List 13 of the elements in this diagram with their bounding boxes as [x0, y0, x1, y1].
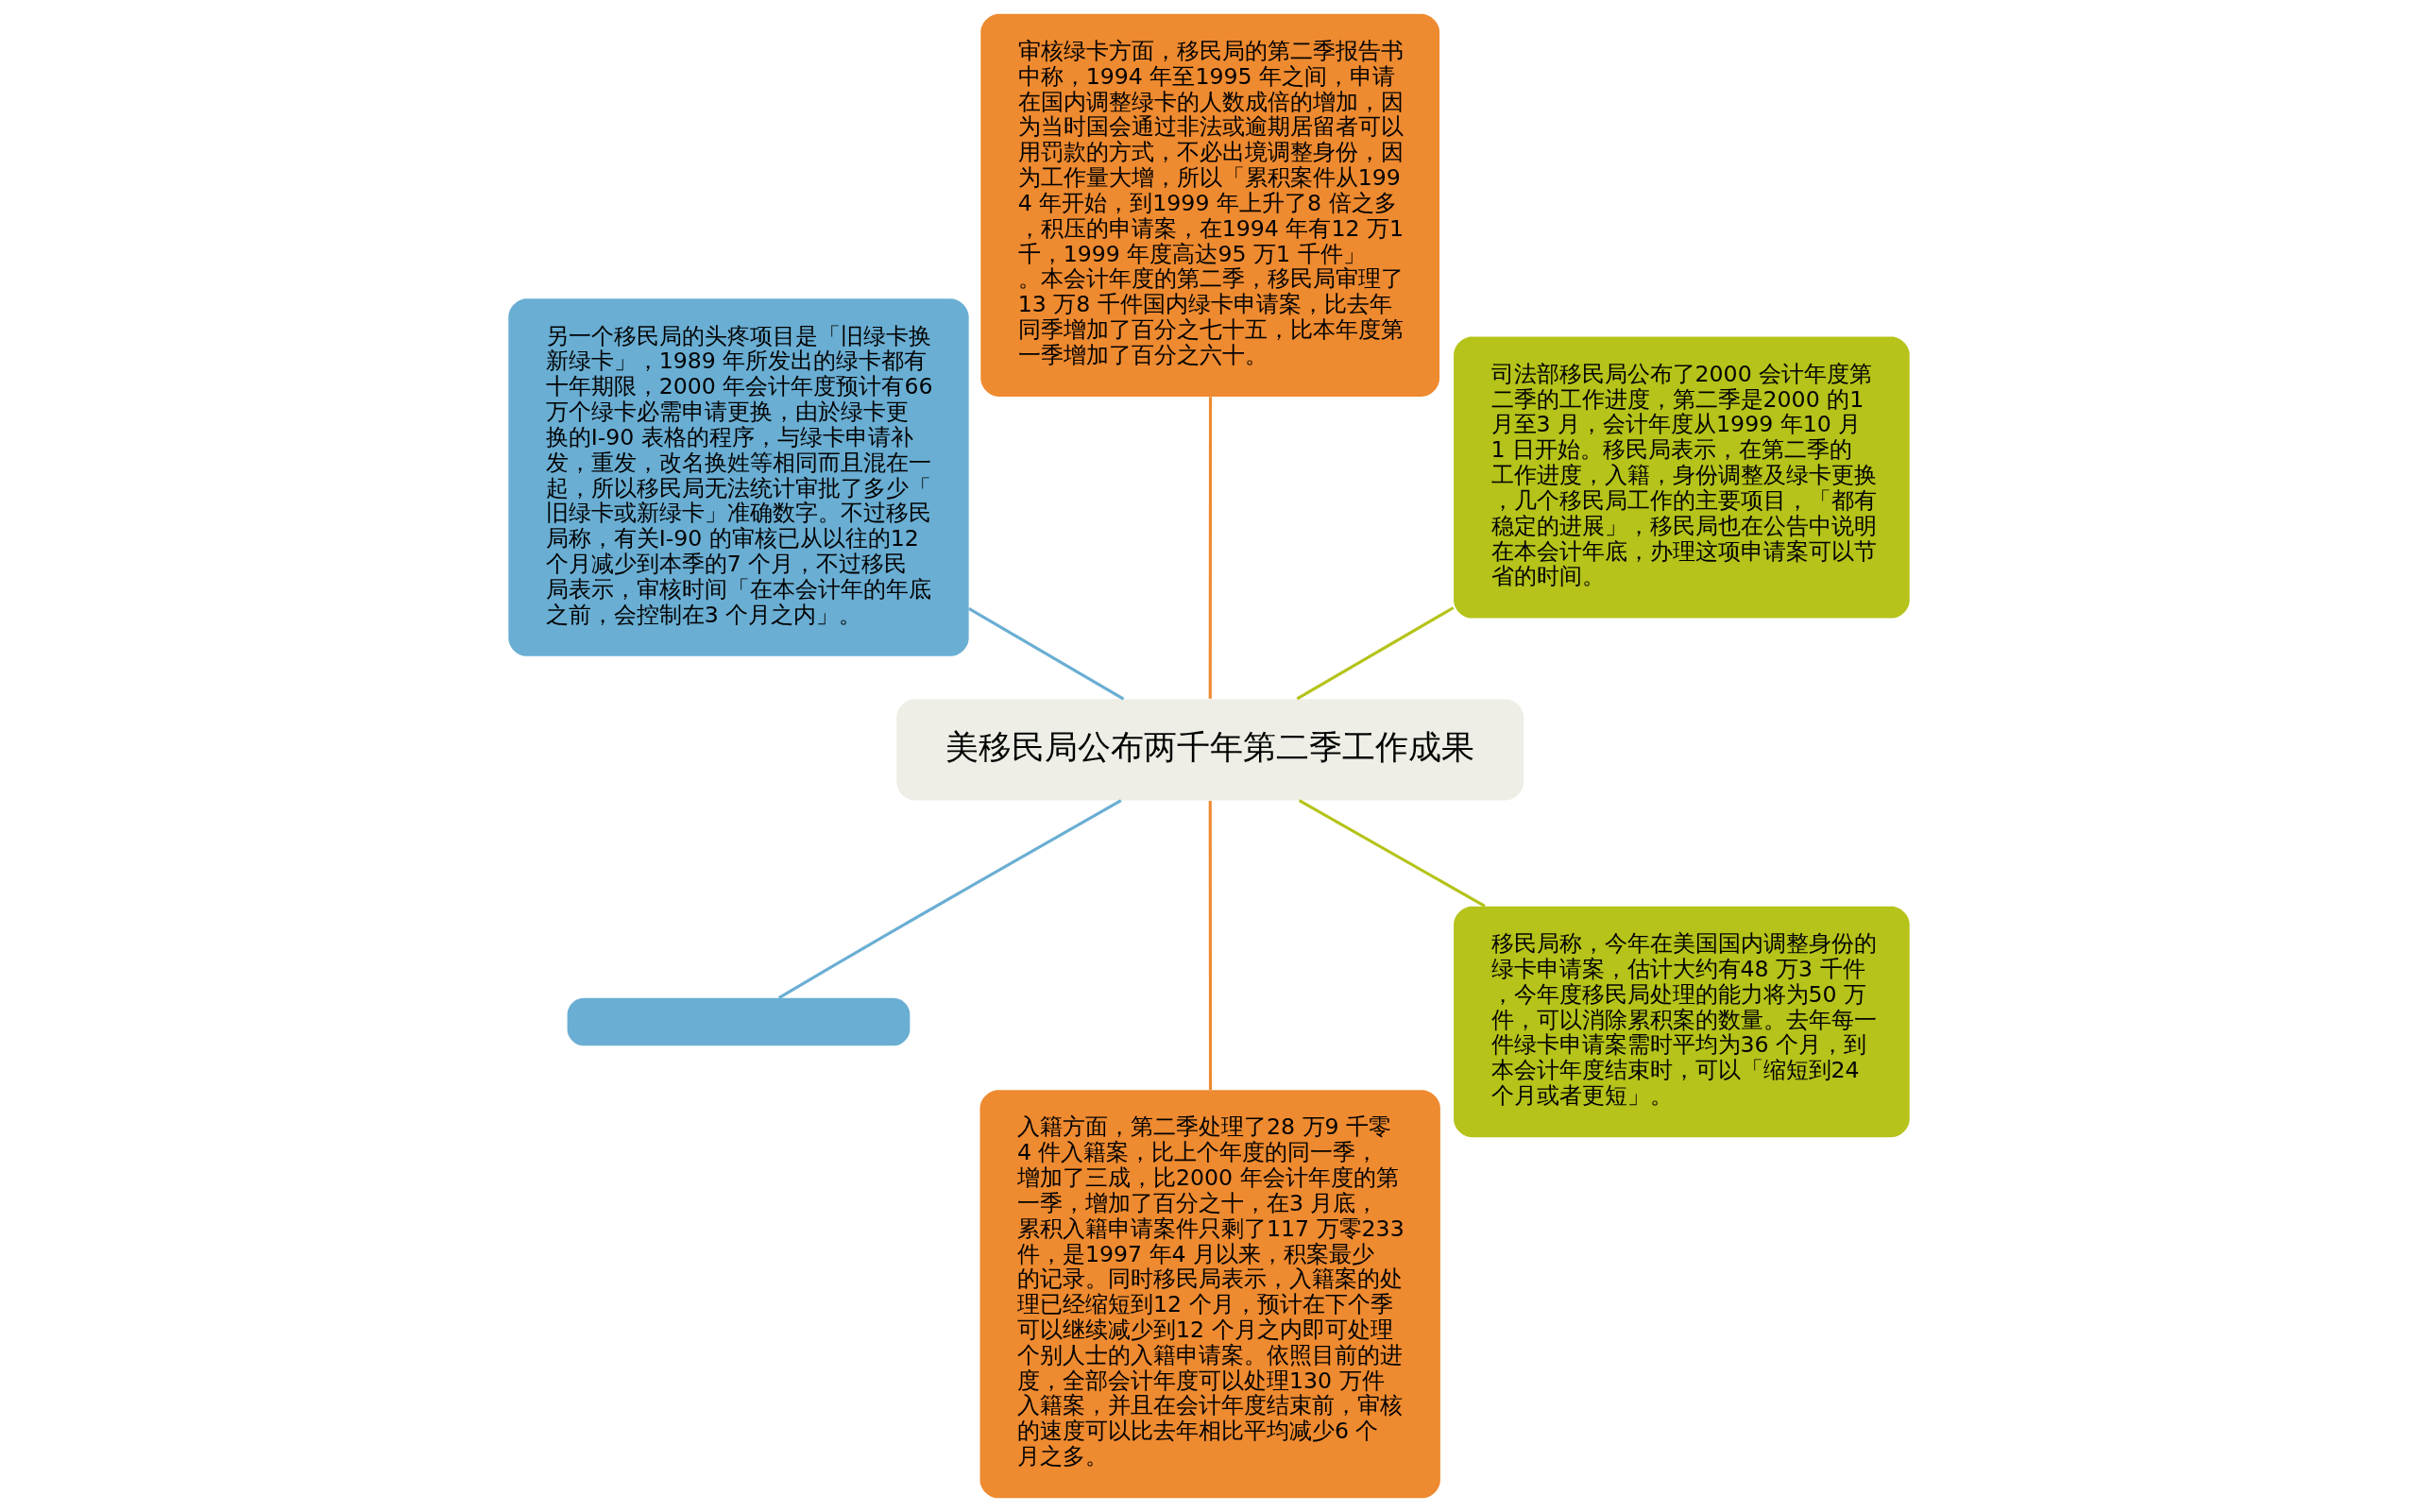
- node-box: [567, 997, 911, 1046]
- node-box: 审核绿卡方面，移民局的第二季报告书中称，1994 年至1995 年之间，申请在国内调整绿卡的人数成倍的增加，因为当时国会通过非法或逾期居留者可以用罚款的方式，不必出境调整身份，因为工作量大增，所以「累积案件从1994 年开始，到1999 年上升了8 倍之多，积压的申请案，在1994 年有12 万1 千，1999 年度高达95 万1 千件」。本会计年度的第二季，移民局审理了13 万8 千件国内绿卡申请案，比去年同季增加了百分之七十五，比本年度第一季增加了百分之六十。: [980, 13, 1440, 397]
- connector: [1298, 799, 1486, 908]
- connector: [777, 799, 1122, 999]
- node-box: 入籍方面，第二季处理了28 万9 千零4 件入籍案，比上个年度的同一季，增加了三成，比2000 年会计年度的第一季，增加了百分之十，在3 月底，累积入籍申请案件只剩了117 万零233 件，是1997 年4 月以来，积案最少的记录。同时移民局表示，入籍案的处理已经缩短到12 个月，预计在下个季可以继续减少到12 个月之内即可处理个别人士的入籍申请案。依照目前的进度，全部会计年度可以处理130 万件入籍案，并且在会计年度结束前，审核的速度可以比去年相比平均减少6 个月之多。: [979, 1090, 1440, 1499]
- node-box: 司法部移民局公布了2000 会计年度第二季的工作进度，第二季是2000 的1 月至3 月，会计年度从1999 年10 月1 日开始。移民局表示，在第二季的工作进度，入籍，身份调整及绿卡更换，几个移民局工作的主要项目，「都有稳定的进展」，移民局也在公告中说明在本会计年底，办理这项申请案可以节省的时间。: [1454, 336, 1910, 619]
- connector: [1208, 800, 1213, 1091]
- node-box: 移民局称，今年在美国国内调整身份的绿卡申请案，估计大约有48 万3 千件，今年度移民局处理的能力将为50 万件，可以消除累积案的数量。去年每一件绿卡申请案需时平均为36 个月，到本会计年度结束时，可以「缩短到24 个月或者更短」。: [1454, 906, 1910, 1138]
- connector: [967, 607, 1125, 701]
- connector: [1208, 397, 1213, 699]
- connector: [1296, 606, 1455, 701]
- node-box: 美移民局公布两千年第二季工作成果: [896, 699, 1524, 801]
- node-box: 另一个移民局的头疼项目是「旧绿卡换新绿卡」，1989 年所发出的绿卡都有十年期限，2000 年会计年度预计有66 万个绿卡必需申请更换，由於绿卡更换的I-90 表格的程序，与绿卡申请补发，重发，改名换姓等相同而且混在一起，所以移民局无法统计审批了多少「旧绿卡或新绿卡」准确数字。不过移民局称，有关I-90 的审核已从以往的12 个月减少到本季的7 个月，不过移民局表示，审核时间「在本会计年的年底之前，会控制在3 个月之内」。: [508, 298, 969, 656]
